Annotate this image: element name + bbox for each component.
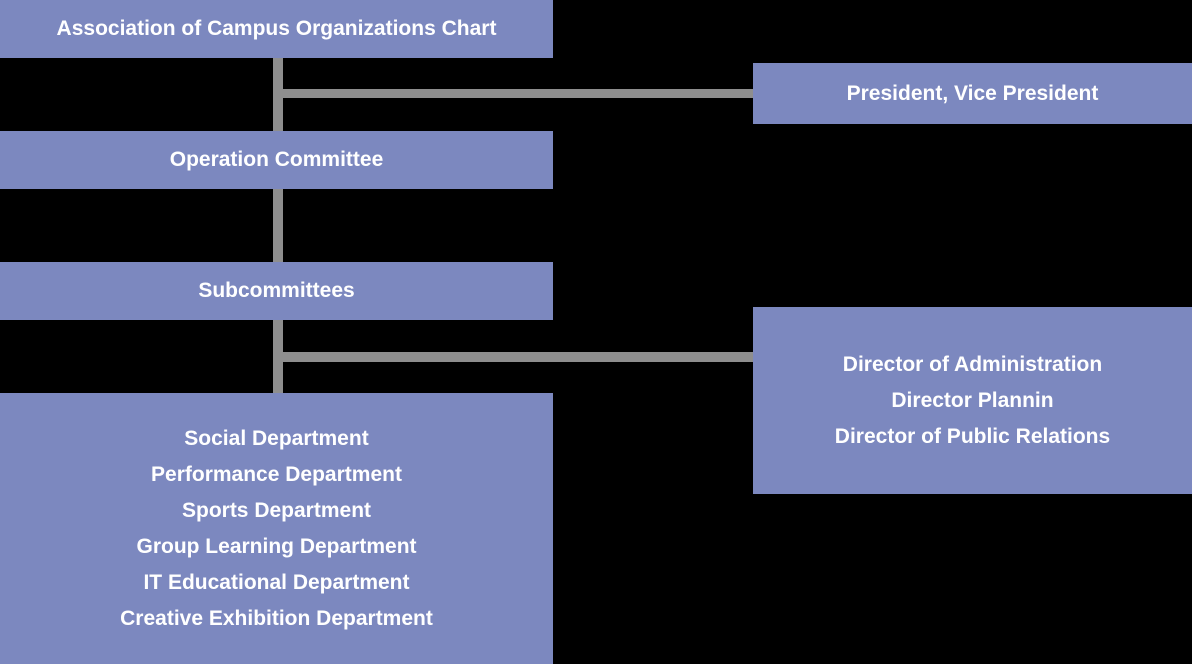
box-text-line: Director of Public Relations	[834, 424, 1111, 448]
node-chart-title: Association of Campus Organizations Char…	[0, 0, 553, 58]
node-subcommittees: Subcommittees	[0, 262, 553, 320]
box-text-line: Sports Department	[181, 498, 372, 522]
connector-branch-to-directors	[273, 352, 753, 362]
box-text-line: Director of Administration	[842, 352, 1103, 376]
connector-branch-to-president	[273, 89, 753, 98]
operation-committee-label: Operation Committee	[169, 148, 384, 171]
president-label: President, Vice President	[846, 81, 1099, 105]
subcommittees-label: Subcommittees	[198, 279, 355, 302]
box-text-line: Performance Department	[151, 462, 402, 486]
node-operation-committee: Operation Committee	[0, 131, 553, 189]
box-text-line: Social Department	[184, 426, 369, 450]
box-text-line: Director Plannin	[891, 388, 1054, 412]
box-text-line: IT Educational Department	[143, 570, 410, 594]
chart-title-label: Association of Campus Organizations Char…	[56, 17, 497, 40]
box-text-line: Group Learning Department	[136, 534, 417, 558]
box-text-line: Creative Exhibition Department	[120, 606, 433, 630]
node-president: President, Vice President	[753, 63, 1192, 124]
connector-operation-to-subcommittees	[273, 189, 283, 262]
